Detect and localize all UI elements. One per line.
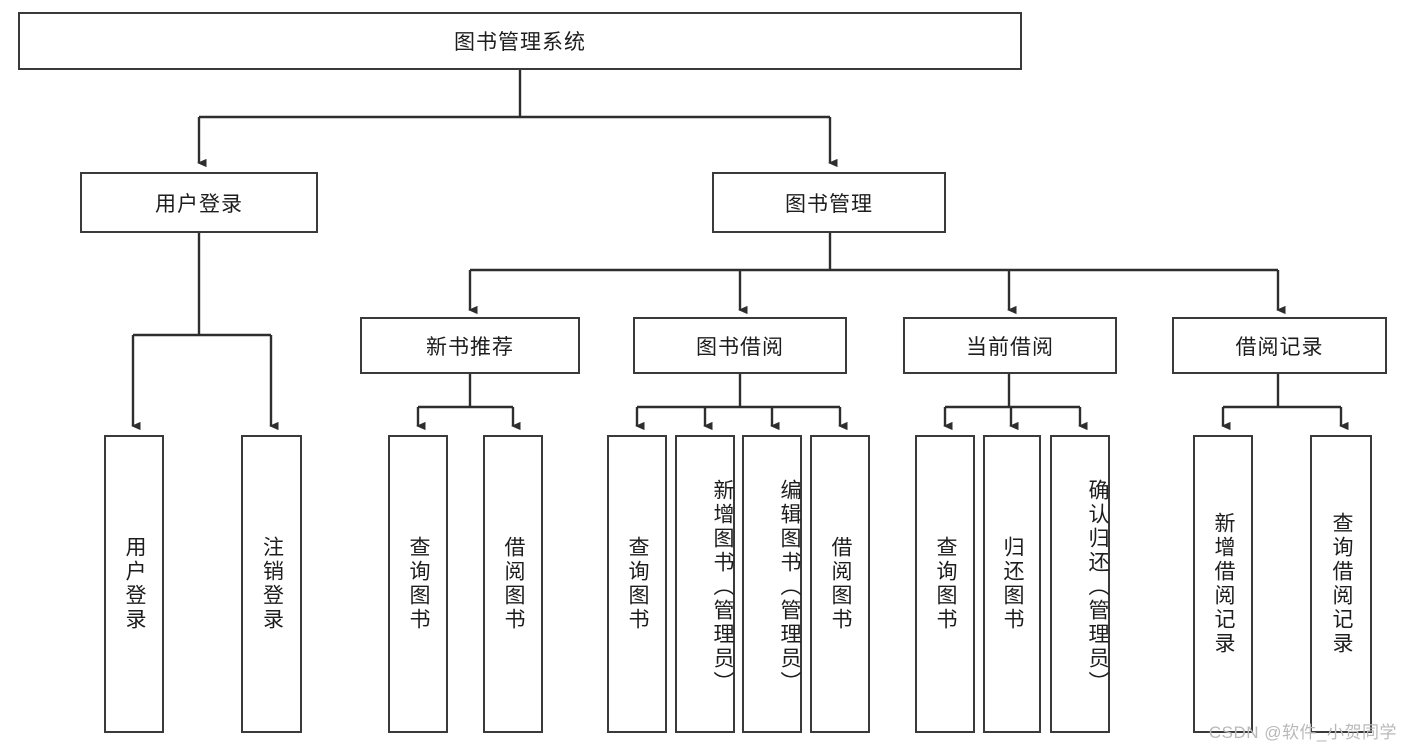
node-leaf-query-borrow-record[interactable]: 查询借阅记录 <box>1310 435 1372 733</box>
node-label: 图书管理 <box>785 192 873 216</box>
node-leaf-query-book-current[interactable]: 查询图书 <box>915 435 975 733</box>
node-leaf-query-book-new[interactable]: 查询图书 <box>388 435 448 733</box>
node-label: 查询图书 <box>934 536 958 632</box>
node-leaf-confirm-return-admin[interactable]: 确认归还（管理员） <box>1050 435 1110 733</box>
node-label: 借阅图书 <box>502 536 526 632</box>
node-label: 新增借阅记录 <box>1212 512 1236 656</box>
node-user-login[interactable]: 用户登录 <box>80 172 318 233</box>
node-label: 查询图书 <box>626 536 650 632</box>
node-book-management[interactable]: 图书管理 <box>712 172 946 233</box>
node-label: 用户登录 <box>123 536 147 632</box>
node-book-borrow[interactable]: 图书借阅 <box>633 317 847 374</box>
node-leaf-return-book[interactable]: 归还图书 <box>983 435 1041 733</box>
watermark-text: CSDN @软件_小贺同学 <box>1208 723 1397 742</box>
node-leaf-lend-book[interactable]: 借阅图书 <box>810 435 870 733</box>
node-label: 确认归还（管理员） <box>1086 479 1109 695</box>
node-label: 借阅图书 <box>829 536 853 632</box>
node-leaf-logout[interactable]: 注销登录 <box>241 435 302 733</box>
node-leaf-add-borrow-record[interactable]: 新增借阅记录 <box>1193 435 1253 733</box>
node-label: 借阅记录 <box>1235 335 1324 359</box>
node-current-borrow[interactable]: 当前借阅 <box>903 317 1117 374</box>
node-label: 图书管理系统 <box>454 31 586 54</box>
node-label: 查询借阅记录 <box>1330 512 1354 656</box>
node-label: 编辑图书（管理员） <box>778 479 801 695</box>
node-leaf-add-book-admin[interactable]: 新增图书（管理员） <box>675 435 735 733</box>
node-label: 归还图书 <box>1001 536 1025 632</box>
node-leaf-borrow-book-new[interactable]: 借阅图书 <box>483 435 543 733</box>
node-new-book-recommend[interactable]: 新书推荐 <box>360 317 580 374</box>
node-leaf-query-book-borrow[interactable]: 查询图书 <box>607 435 667 733</box>
node-label: 查询图书 <box>407 536 431 632</box>
node-label: 用户登录 <box>155 192 243 216</box>
node-borrow-record[interactable]: 借阅记录 <box>1172 317 1387 374</box>
node-label: 注销登录 <box>260 536 284 632</box>
node-leaf-user-login[interactable]: 用户登录 <box>104 435 164 733</box>
node-label: 当前借阅 <box>966 335 1054 359</box>
node-label: 新增图书（管理员） <box>711 479 734 695</box>
node-label: 新书推荐 <box>426 335 514 359</box>
node-root-book-management-system[interactable]: 图书管理系统 <box>18 12 1022 70</box>
node-leaf-edit-book-admin[interactable]: 编辑图书（管理员） <box>742 435 802 733</box>
node-label: 图书借阅 <box>696 335 784 359</box>
